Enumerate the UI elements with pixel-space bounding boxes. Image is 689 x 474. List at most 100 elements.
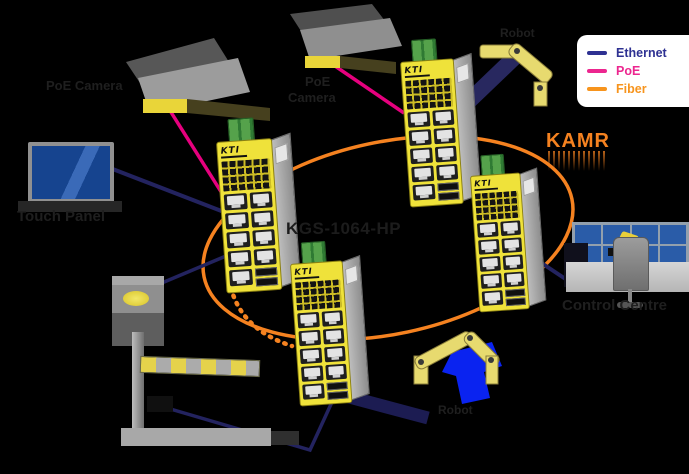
ethernet-line-swatch [587,51,607,55]
sfp-slot [326,390,349,400]
rj45-port [253,248,277,266]
rj45-port [433,127,456,145]
touch-panel-label: Touch Panel [17,208,106,225]
rj45-port [478,238,500,255]
camera-body-front [300,18,402,60]
rj45-port-grid [297,310,348,382]
brand-logo: KTI [404,64,430,79]
legend-item-poe: PoE [587,62,689,80]
uplink-port [481,290,503,306]
rj45-port [409,147,433,165]
camera-1-label: PoE Camera [46,78,123,93]
uplink-row [228,267,279,288]
poe-switch-3: KTI [290,240,370,407]
poe-line-camera-2 [334,64,405,115]
robot-joint [467,335,473,341]
legend-item-fiber: Fiber [587,80,689,98]
camera-2-label-line2: Camera [288,90,336,105]
barrier-gate-platform-end [271,431,299,445]
robot-joint [537,85,543,91]
poe-switch-1: KTI [216,117,301,294]
uplink-row [412,182,460,202]
switch-front-panel: KTI [216,138,283,294]
rj45-port [479,256,501,272]
poe-switch-2: KTI [400,38,482,208]
rj45-port [501,237,523,254]
brand-logo: KTI [473,178,499,192]
touch-panel-screen [32,146,110,199]
rj45-port [227,249,252,268]
legend-label: PoE [616,64,641,78]
rj45-port-grid [223,191,277,268]
uplink-port [302,383,325,400]
ring-name-reflection [548,151,606,171]
ethernet-line-beacon [156,254,227,287]
camera-mount-bar [305,56,340,68]
touch-panel [28,142,114,203]
rj45-port [476,221,499,238]
control-centre-label: Control Centre [562,297,667,314]
robot-segment [485,355,499,385]
sfp-slot [505,297,526,307]
sfp-slot [504,288,526,298]
legend-label: Ethernet [616,46,667,60]
rj45-port [300,365,324,382]
legend-label: Fiber [616,82,647,96]
rj45-port [323,345,346,363]
sfp-slot [436,182,459,192]
fiber-backup-link [228,285,295,349]
touch-panel-base [18,201,122,212]
camera-mount-shadow [187,99,270,121]
office-chair-pole [628,289,632,303]
rj45-port [324,363,348,381]
robot-top-label: Robot [500,26,535,40]
poe-camera-1 [126,38,270,121]
wall-screen [659,246,686,265]
beacon-cap [112,276,164,285]
led-status-panel [221,158,272,192]
wall-screen [575,225,602,244]
rj45-port [499,220,522,237]
uplink-row [302,381,349,402]
robot-joint [418,359,424,365]
robot-bottom-label: Robot [438,403,473,417]
rj45-port [322,328,345,345]
camera-mount-shadow [340,56,396,74]
rj45-port [502,254,524,271]
rj45-port [435,163,459,181]
robot-joint [488,357,494,363]
ring-name-label: KAMR [546,130,610,152]
robot-arm-top [479,43,553,107]
fiber-ring [201,134,575,342]
rj45-port-grid [407,109,459,183]
sfp-slot [255,277,279,287]
signal-beacon [112,276,164,346]
uplink-port [412,183,436,201]
office-chair-base [617,302,643,308]
uplink-row [481,288,526,308]
rj45-port [226,230,250,249]
led-status-panel [474,190,520,221]
barrier-gate-pivot [147,396,173,412]
rj45-port [480,273,502,289]
camera-2-label: PoE Camera [288,74,336,106]
brand-logo: KTI [220,144,248,159]
rj45-port [434,145,457,163]
beacon-body [112,285,164,313]
uplink-port [228,268,253,287]
beacon-light [123,291,149,306]
rj45-port [321,310,344,327]
rj45-port [223,193,248,211]
legend-item-ethernet: Ethernet [587,44,689,62]
rj45-port [225,211,249,230]
switch-front-panel: KTI [290,260,353,407]
office-chair [613,237,649,291]
brand-logo: KTI [294,266,320,280]
rj45-port [250,210,275,228]
rj45-port [503,271,525,288]
rj45-port [299,347,322,365]
camera-2-label-line1: PoE [305,74,331,89]
led-status-panel [295,279,343,311]
sfp-slot [437,191,460,201]
